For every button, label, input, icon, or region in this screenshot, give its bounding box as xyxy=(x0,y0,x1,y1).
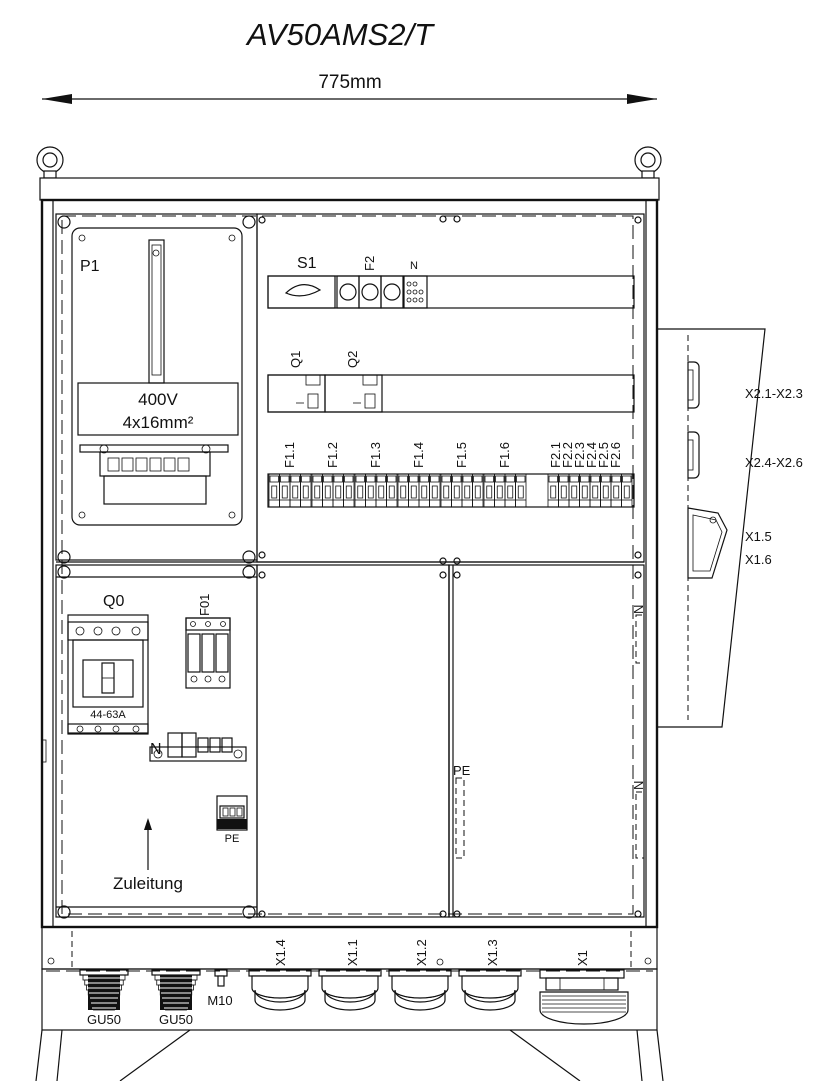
bottom-socket-box: GU50 GU50 M10 X1.4 X1.1 X1.2 X1.3 X1 xyxy=(41,926,658,1031)
upper-device-row: S1 F2 N xyxy=(267,255,635,309)
breaker-label-6: F1.6 xyxy=(497,442,512,468)
main-switch-rating: 44-63A xyxy=(90,709,126,721)
small-breaker-label-5: F2.5 xyxy=(596,442,611,468)
drawing-title: AV50AMS2/T xyxy=(245,17,435,52)
socket-label-x12: X1.2 xyxy=(414,939,429,966)
lifting-eye-right xyxy=(634,146,662,179)
feed-label: Zuleitung xyxy=(113,874,183,893)
pe-left-label: PE xyxy=(225,833,240,845)
breaker-label-4: F1.4 xyxy=(411,442,426,468)
breaker-label-5: F1.5 xyxy=(454,442,469,468)
neutral-rail-upper: N xyxy=(631,605,646,664)
roof xyxy=(39,177,660,201)
dimension-arrow xyxy=(42,94,657,104)
breaker-label-1: F1.1 xyxy=(282,442,297,468)
socket-x11 xyxy=(318,969,382,1011)
feed-arrow: Zuleitung xyxy=(113,818,183,893)
side-socket-label-4: X1.6 xyxy=(745,552,772,567)
gland-label-2: GU50 xyxy=(159,1012,193,1027)
socket-label-x11: X1.1 xyxy=(345,939,360,966)
breaker-label-3: F1.3 xyxy=(368,442,383,468)
socket-x13 xyxy=(458,969,522,1011)
neutral-bar: N xyxy=(149,732,247,762)
small-breaker-label-4: F2.4 xyxy=(584,442,599,468)
cable-gland-1 xyxy=(79,969,129,1011)
rcd-q1-label: Q1 xyxy=(288,351,303,368)
dimension-label: 775mm xyxy=(318,72,381,93)
socket-x14 xyxy=(248,969,312,1011)
side-socket-label-2: X2.4-X2.6 xyxy=(745,455,803,470)
socket-label-x14: X1.4 xyxy=(273,939,288,966)
meter-panel: P1 400V 4x16mm² xyxy=(71,227,243,526)
breaker-label-2: F1.2 xyxy=(325,442,340,468)
pe-terminal-left: PE xyxy=(216,795,248,845)
rcd-row: Q1 Q2 xyxy=(267,351,635,413)
socket-label-x1: X1 xyxy=(575,950,590,966)
fuse-f2-label: F2 xyxy=(362,256,377,271)
side-socket-label-1: X2.1-X2.3 xyxy=(745,386,803,401)
rcd-q2-label: Q2 xyxy=(345,351,360,368)
neutral-center-bottom-label: N xyxy=(631,781,646,790)
neutral-rail-lower: N xyxy=(631,781,646,859)
main-switch-q0: Q0 44-63A xyxy=(67,593,149,735)
small-breaker-label-3: F2.3 xyxy=(572,442,587,468)
cable-gland-2 xyxy=(151,969,201,1011)
side-socket-label-3: X1.5 xyxy=(745,529,772,544)
meter-voltage: 400V xyxy=(138,390,178,409)
socket-label-x13: X1.3 xyxy=(485,939,500,966)
neutral-center-top-label: N xyxy=(631,605,646,614)
small-breaker-label-1: F2.1 xyxy=(548,442,563,468)
main-switch-label: Q0 xyxy=(103,593,124,610)
pe-center-label: PE xyxy=(453,763,471,778)
breaker-row: F1.1 F1.2 F1.3 F1.4 F1.5 F1.6 F2.1 F2.2 … xyxy=(267,442,635,508)
cabinet-body xyxy=(40,198,659,929)
socket-x1 xyxy=(539,969,629,1025)
neutral-label-top: N xyxy=(410,260,418,272)
neutral-bar-label: N xyxy=(150,741,162,758)
switch-label: S1 xyxy=(297,255,317,272)
legs xyxy=(35,1029,664,1081)
socket-x12 xyxy=(388,969,452,1011)
pe-rail-center: PE xyxy=(453,763,471,859)
bolt-label: M10 xyxy=(207,993,232,1008)
small-breaker-label-6: F2.6 xyxy=(608,442,623,468)
surge-protector-f01: F01 xyxy=(185,594,231,689)
side-socket-housing: X2.1-X2.3 X2.4-X2.6 X1.5 X1.6 xyxy=(657,328,803,728)
panel-screws xyxy=(57,215,642,919)
lifting-eye-left xyxy=(36,146,64,179)
meter-cable: 4x16mm² xyxy=(123,413,194,432)
small-breaker-label-2: F2.2 xyxy=(560,442,575,468)
surge-label: F01 xyxy=(197,594,212,616)
gland-label-1: GU50 xyxy=(87,1012,121,1027)
meter-label: P1 xyxy=(80,258,100,275)
